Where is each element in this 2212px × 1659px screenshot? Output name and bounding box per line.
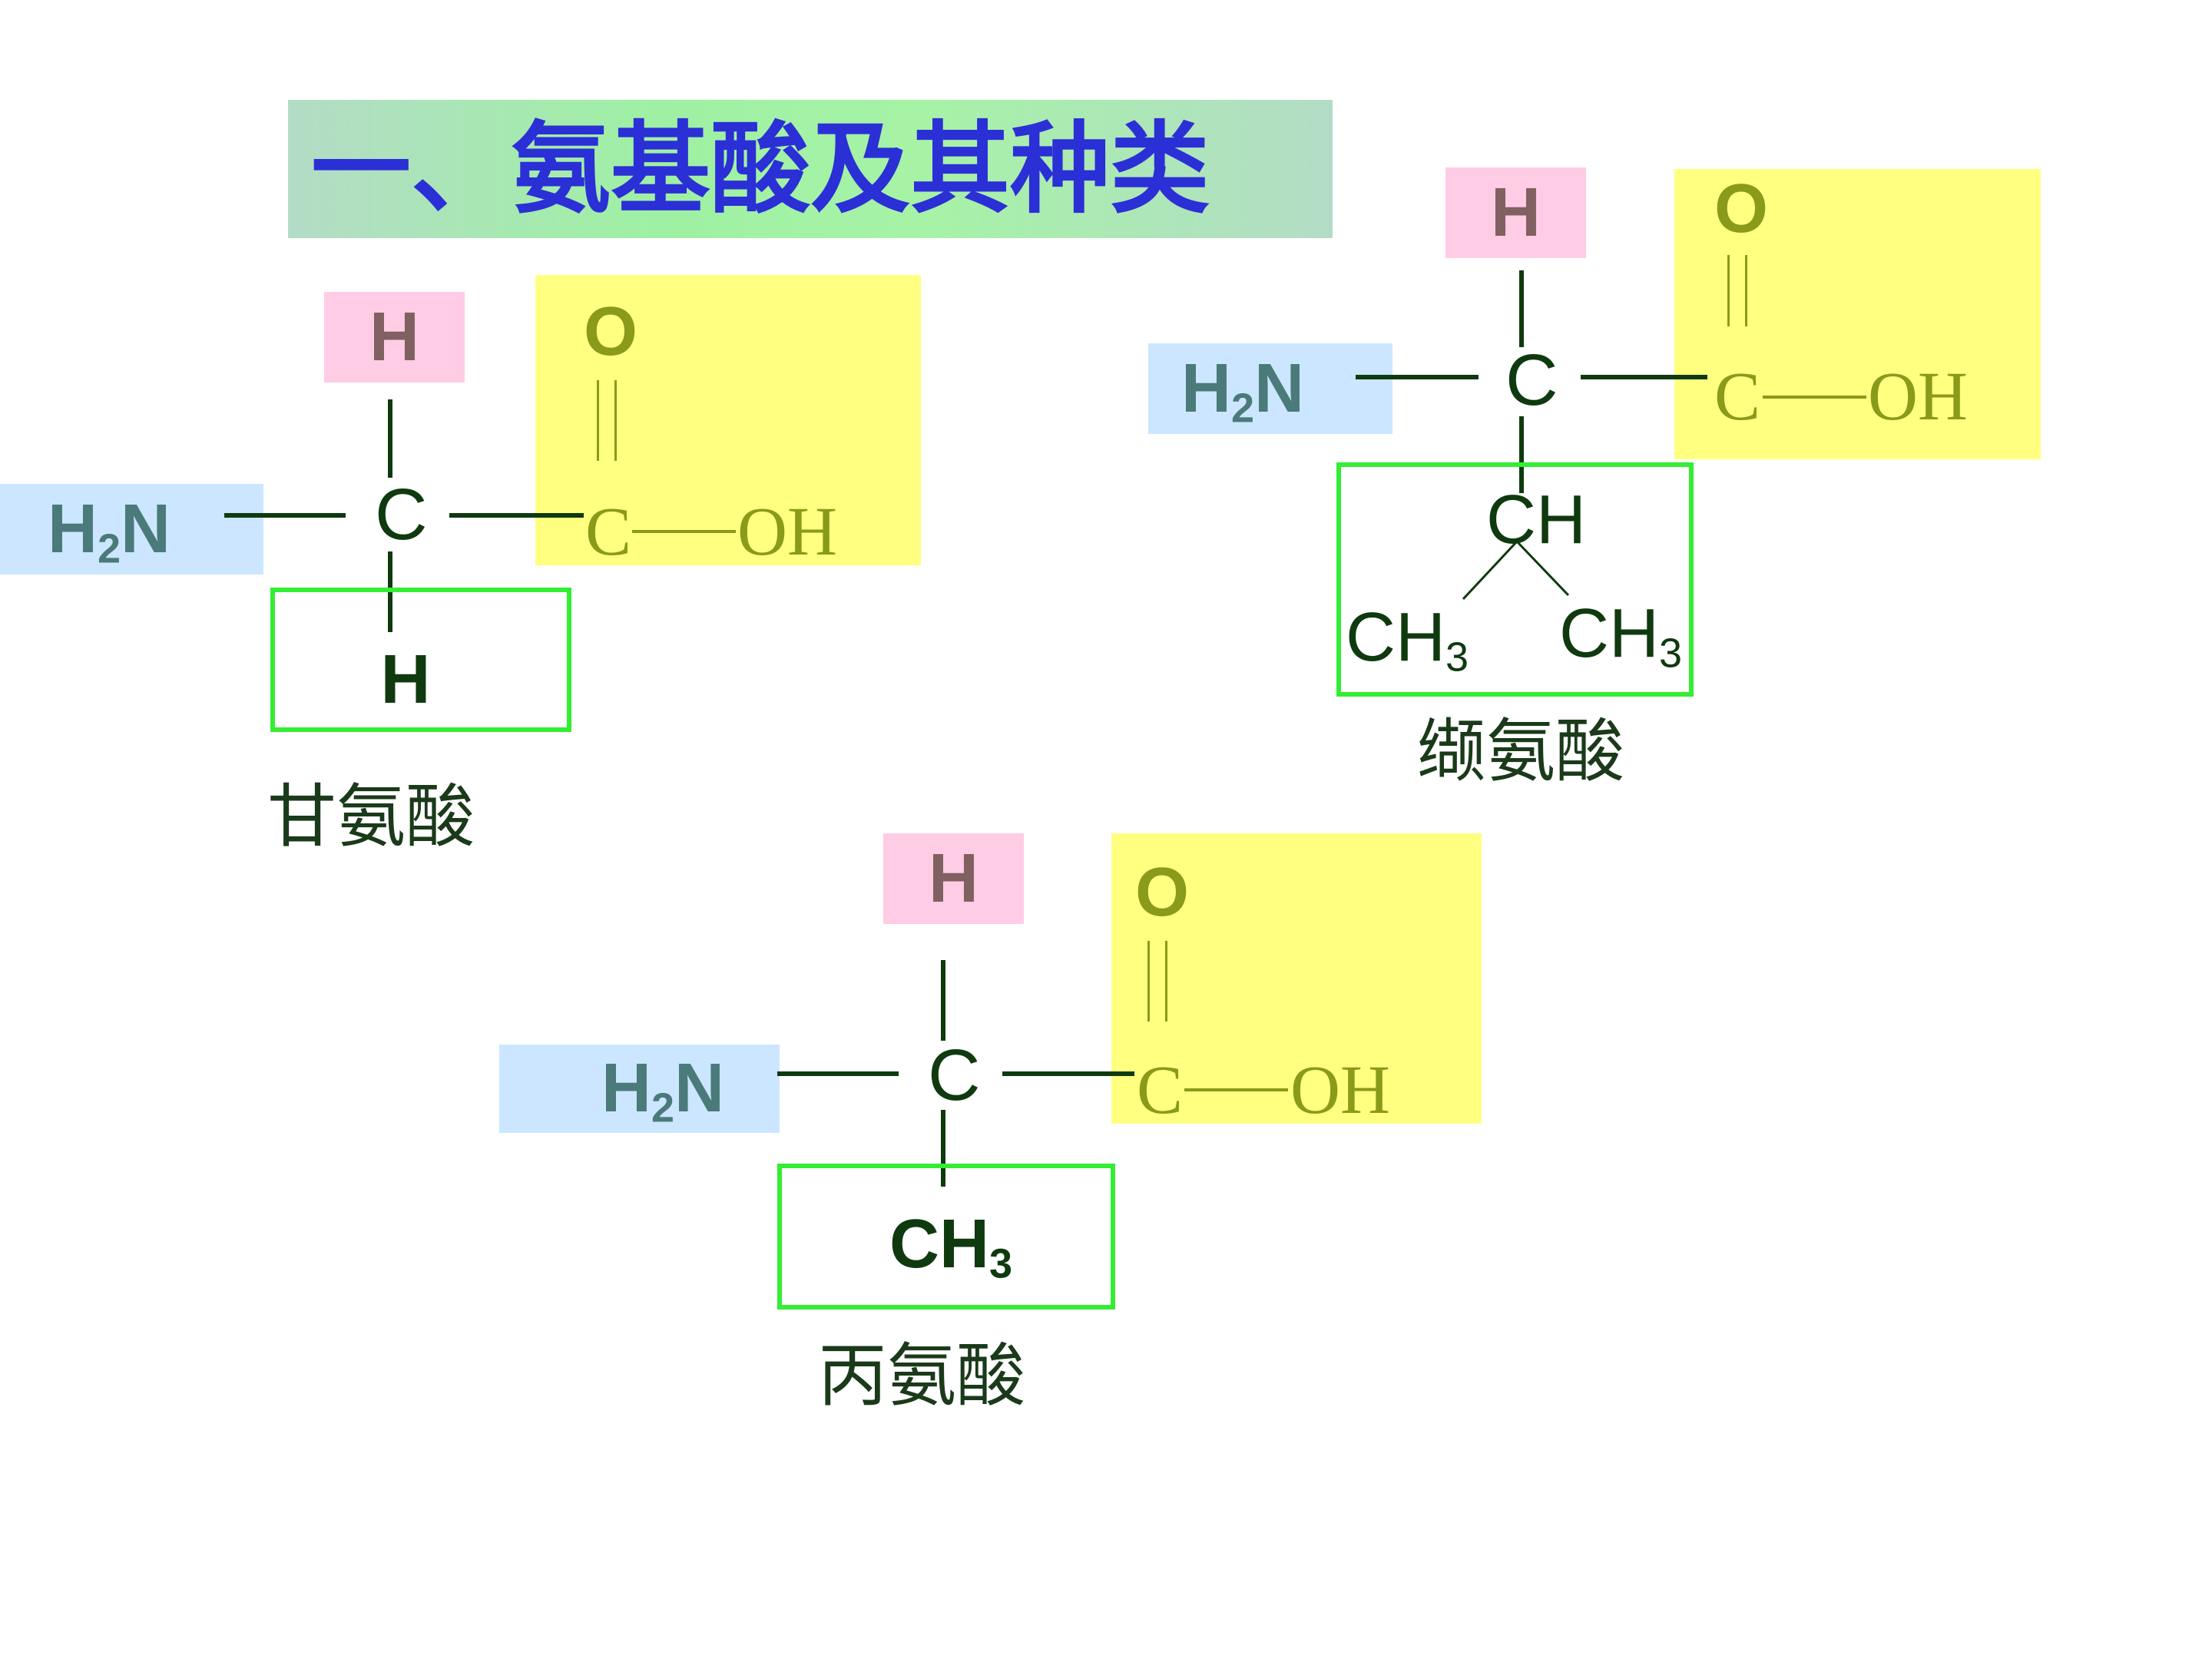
valine-r-ch3-left: CH3 — [1346, 599, 1469, 680]
alanine-carboxyl-c: C — [1137, 1052, 1184, 1128]
valine-bond-top — [1519, 270, 1524, 347]
valine-bond-carboxyl — [1581, 375, 1707, 379]
glycine-top-h: H — [369, 299, 419, 376]
valine-r-group-box — [1336, 462, 1694, 697]
valine-bond-r — [1519, 416, 1524, 493]
valine-amino-group: H2N — [1181, 350, 1305, 432]
valine-bond-amino — [1356, 375, 1479, 379]
glycine-r-group: H — [380, 641, 431, 718]
glycine-alpha-c: C — [375, 474, 428, 555]
alanine-amino-box — [499, 1045, 780, 1133]
alanine-alpha-c: C — [928, 1035, 981, 1116]
glycine-r-group-box — [270, 588, 571, 732]
glycine-bond-c-oh — [632, 530, 736, 533]
valine-r-ch3-right: CH3 — [1559, 595, 1683, 677]
alanine-name: 丙氨酸 — [818, 1336, 1025, 1416]
glycine-carbonyl-o: O — [584, 293, 638, 370]
valine-name: 缬氨酸 — [1417, 711, 1624, 792]
valine-carboxyl-oh: OH — [1868, 359, 1968, 435]
alanine-h-box — [883, 833, 1024, 924]
title-banner — [288, 100, 1333, 238]
valine-double-bond-2 — [1745, 255, 1747, 326]
valine-r-ch: CH — [1486, 482, 1586, 558]
valine-carbonyl-o: O — [1714, 171, 1769, 247]
glycine-bond-carboxyl — [449, 513, 584, 518]
glycine-carboxyl-box — [535, 275, 921, 565]
valine-carboxyl-box — [1674, 169, 2041, 459]
glycine-name: 甘氨酸 — [267, 777, 475, 857]
valine-bond-c-oh — [1763, 396, 1866, 399]
alanine-r-group: CH3 — [889, 1206, 1013, 1287]
alanine-carbonyl-o: O — [1135, 854, 1190, 931]
glycine-double-bond-1 — [597, 380, 599, 461]
glycine-double-bond-2 — [614, 380, 617, 461]
valine-double-bond-1 — [1727, 255, 1730, 326]
alanine-top-h: H — [929, 840, 979, 917]
valine-alpha-c: C — [1505, 339, 1558, 421]
alanine-amino-group: H2N — [601, 1050, 725, 1131]
glycine-bond-amino — [224, 513, 346, 518]
glycine-h-box — [324, 292, 465, 382]
valine-carboxyl-c: C — [1714, 359, 1761, 435]
valine-h-box — [1445, 167, 1586, 258]
glycine-carboxyl-oh: OH — [737, 494, 837, 570]
alanine-bond-top — [941, 960, 945, 1041]
alanine-r-group-box — [777, 1164, 1115, 1310]
alanine-double-bond-2 — [1165, 941, 1167, 1022]
valine-top-h: H — [1491, 174, 1541, 251]
valine-branch-bonds — [1462, 540, 1570, 601]
glycine-amino-group: H2N — [48, 491, 171, 572]
alanine-carboxyl-oh: OH — [1290, 1052, 1390, 1128]
page-title: 一、氨基酸及其种类 — [311, 111, 1210, 227]
alanine-bond-c-oh — [1184, 1088, 1288, 1091]
glycine-carboxyl-c: C — [585, 494, 632, 570]
glycine-amino-box — [0, 484, 263, 575]
valine-amino-box — [1148, 343, 1392, 434]
alanine-bond-carboxyl — [1002, 1071, 1134, 1076]
alanine-bond-r — [941, 1110, 945, 1187]
glycine-bond-top — [388, 399, 392, 478]
alanine-carboxyl-box — [1111, 833, 1482, 1124]
alanine-bond-amino — [777, 1071, 899, 1076]
alanine-double-bond-1 — [1147, 941, 1150, 1022]
